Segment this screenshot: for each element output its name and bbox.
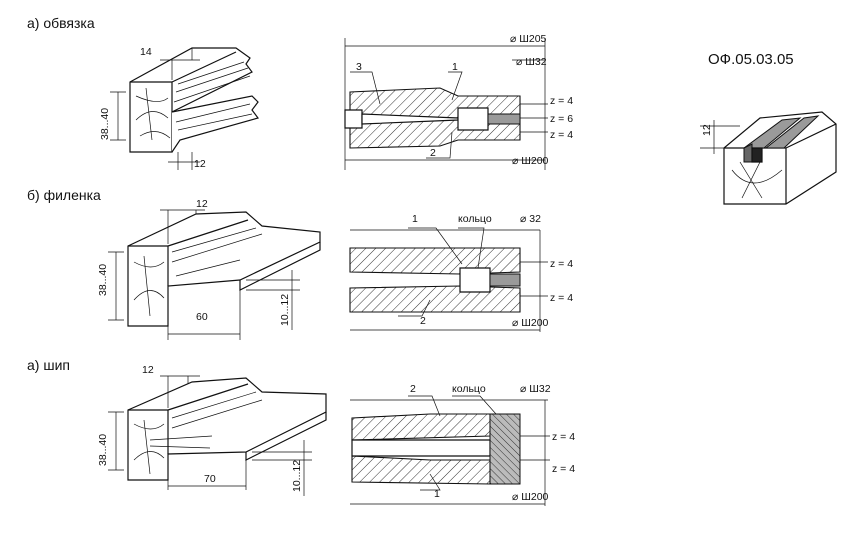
- cutter-b-diameter-bore: ⌀ 32: [520, 213, 541, 225]
- cutter-b-z-2: z = 4: [550, 292, 573, 304]
- dim-b-width-top: 12: [196, 198, 208, 210]
- section-a-title: а) обвязка: [27, 15, 95, 31]
- section-b-profile: 12 38...40 60 10...12: [97, 198, 321, 340]
- section-b-cutter: 1 кольцо ⌀ 32 2 z = 4 z = 4 ⌀ Ш200: [349, 213, 573, 332]
- cutter-c-callout-2: 2: [410, 383, 416, 395]
- cutter-b-callout-2: 2: [420, 315, 426, 327]
- cutter-b-callout-1: 1: [412, 213, 418, 225]
- product-code: ОФ.05.03.05: [708, 51, 794, 68]
- cutter-c-diameter-bore: ⌀ Ш32: [520, 383, 551, 395]
- dim-c-width-bottom: 70: [204, 473, 216, 485]
- cutter-a-callout-1: 1: [452, 61, 458, 73]
- dim-c-thickness: 10...12: [291, 460, 303, 492]
- cutter-c-callout-1: 1: [434, 488, 440, 500]
- cutter-a-callout-2: 2: [430, 147, 436, 159]
- product-block: ОФ.05.03.05 12: [700, 51, 837, 205]
- section-b-title: б) филенка: [27, 187, 101, 203]
- cutter-b-diameter-bottom: ⌀ Ш200: [512, 317, 549, 329]
- section-a-profile: 14 38...40 12: [99, 46, 260, 170]
- cutter-a-z-1: z = 4: [550, 95, 573, 107]
- dim-c-width-top: 12: [142, 364, 154, 376]
- dim-a-height: 38...40: [99, 108, 111, 140]
- section-b: б) филенка 12 38...40 60 10...12 1 кольц…: [27, 187, 573, 340]
- section-c-cutter: 2 кольцо ⌀ Ш32 1 z = 4 z = 4 ⌀ Ш200: [350, 383, 575, 506]
- section-c-title: а) шип: [27, 357, 70, 373]
- dim-b-width-bottom: 60: [196, 311, 208, 323]
- cutter-a-diameter-bottom: ⌀ Ш200: [512, 155, 549, 167]
- cutter-a-z-3: z = 4: [550, 129, 573, 141]
- dim-c-height: 38...40: [97, 434, 109, 466]
- dim-b-height: 38...40: [97, 264, 109, 296]
- dim-a-width-bottom: 12: [194, 158, 206, 170]
- cutter-a-diameter-top: ⌀ Ш205: [510, 33, 547, 45]
- cutter-b-ring: кольцо: [458, 213, 492, 225]
- section-a-cutter: ⌀ Ш205 ⌀ Ш32 3 1 2 z = 4 z = 6 z = 4 ⌀ Ш…: [344, 33, 573, 170]
- cutter-a-diameter-bore: ⌀ Ш32: [516, 56, 547, 68]
- dim-a-width-top: 14: [140, 46, 152, 58]
- cutter-c-z-2: z = 4: [552, 463, 575, 475]
- section-a: а) обвязка 14 38...40 12 ⌀ Ш20: [27, 15, 573, 170]
- cutter-b-z-1: z = 4: [550, 258, 573, 270]
- product-profile: 12: [700, 111, 837, 205]
- cutter-c-diameter-bottom: ⌀ Ш200: [512, 491, 549, 503]
- section-c-profile: 12 38...40 70 10...12: [97, 364, 327, 496]
- product-dim: 12: [701, 124, 713, 136]
- section-c: а) шип 12 38...40 70 10...12 2 кольцо ⌀ …: [27, 357, 575, 506]
- cutter-a-z-2: z = 6: [550, 113, 573, 125]
- dim-b-thickness: 10...12: [279, 294, 291, 326]
- cutter-c-z-1: z = 4: [552, 431, 575, 443]
- cutter-c-ring: кольцо: [452, 383, 486, 395]
- cutter-a-callout-3: 3: [356, 61, 362, 73]
